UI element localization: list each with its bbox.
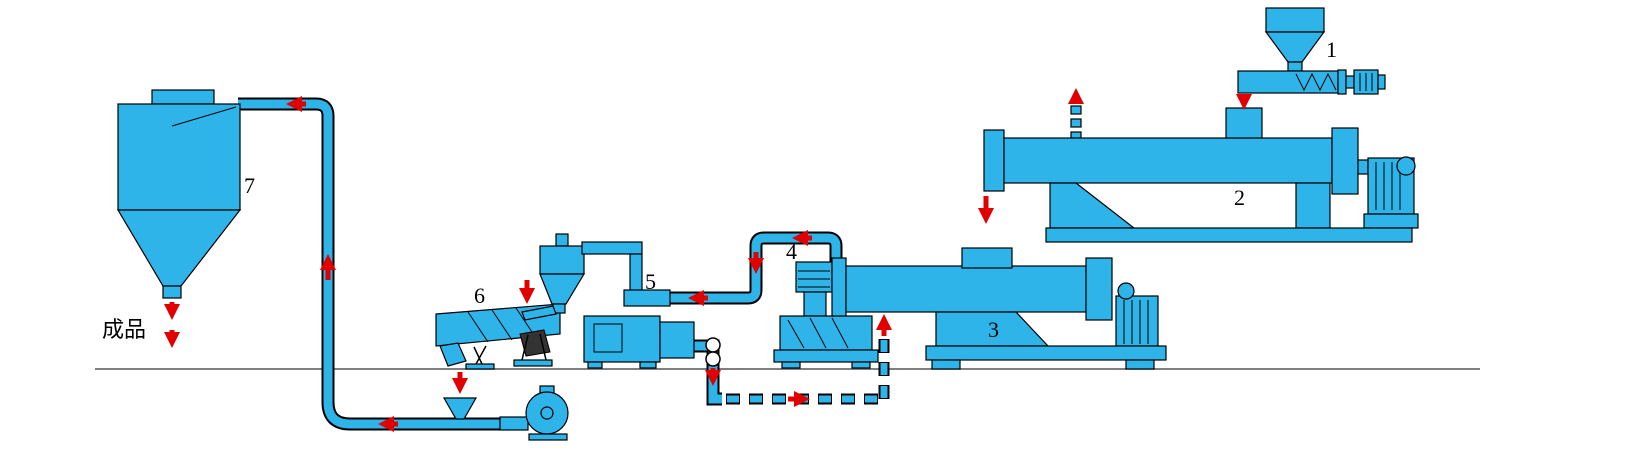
machine-base [1045,227,1413,243]
barrel-support [1295,182,1331,229]
barrel-support-brace [1049,182,1136,229]
tank-foot [587,361,603,369]
extruder-barrel [1003,137,1333,184]
die-end-cap [983,129,1005,192]
pump-body [705,351,721,367]
tank-foot [639,361,657,369]
pipe-inner [662,233,841,303]
motor-cap [1117,282,1135,300]
gearbox [1331,127,1359,195]
screw-feeder-tube [1237,70,1339,94]
hopper-rim [1265,7,1325,33]
feed-throat [961,247,1013,269]
coupling [1357,159,1369,175]
blower-hub [540,406,554,420]
cyclone-inlet-box [623,289,671,307]
pelletizer [773,261,879,369]
flow-arrows [163,87,1253,433]
label-finished-product: 成品 [102,317,146,342]
machine-base [925,345,1167,361]
product-silo [116,89,242,299]
drop-funnel [442,397,478,420]
screen-foot [465,363,495,370]
label-cyclone: 5 [645,269,656,294]
pump-body [705,337,721,353]
motor-fins [1375,162,1401,210]
pellet-transport-pipe [662,231,843,305]
cyclone-top-stub [555,233,569,247]
silo-deflector [171,106,237,127]
motor-cap [1396,156,1416,176]
base-foot [781,361,801,369]
silo-outlet [162,285,182,299]
screw-flights [1295,72,1337,92]
motor-fins [798,270,830,288]
feed-port [1225,107,1263,139]
silo-top-cap [151,89,215,105]
cyclone-cone [539,273,586,305]
machine-labels: 1 2 3 4 5 6 7 成品 [102,37,1337,342]
vent-duct-dashed [1070,105,1082,141]
feed-hopper-unit [1237,7,1386,95]
gearbox [1085,257,1113,321]
second-stage-extruder [831,247,1167,370]
pelletizer-base [773,349,879,363]
motor-fins [1123,300,1149,344]
base-foot [1125,359,1155,370]
silo-body [117,103,241,211]
drive-motor [1115,295,1159,347]
label-pelletizer: 4 [786,239,797,264]
vent-dash [1070,118,1082,128]
hopper-neck [1287,61,1303,72]
die-flange [831,257,847,317]
pelletizer-stand [779,315,873,351]
silo-cone [116,209,242,287]
label-vibrating-screen: 6 [474,283,485,308]
screen-legs [473,345,487,365]
extruder-barrel [845,265,1087,313]
motor-fins [1359,73,1373,91]
first-stage-extruder [983,107,1419,243]
vent-dash [1070,105,1082,115]
screen-legs [521,333,547,361]
conveying-blower [499,385,569,441]
cyclone-chute [521,305,557,321]
screen-discharge-chute [439,342,467,367]
base-foot [931,359,961,370]
cyclone-inlet-duct-horizontal [581,241,643,255]
cyclone-body [539,245,585,275]
tank-side-box [659,321,695,359]
label-product-silo: 7 [244,173,255,198]
pelletizer-column [803,291,827,317]
label-first-extruder: 2 [1234,185,1245,210]
label-feed-hopper: 1 [1326,37,1337,62]
water-tank-panel [593,323,623,353]
hopper-cone [1264,31,1326,63]
cyclone-separator [521,233,695,369]
feeder-shaft [1345,75,1355,89]
screen-foot [513,359,553,367]
label-second-extruder: 3 [988,317,999,342]
stand-hatch [787,317,849,349]
blower-base [528,433,568,441]
feeder-bearing [1337,69,1347,95]
blower-outlet-duct [499,416,529,431]
water-pump [705,337,721,367]
feeder-motor-cap [1377,74,1386,90]
cyclone-inlet-duct-vertical [629,253,643,293]
motor-base [1363,213,1419,229]
base-foot [851,361,871,369]
